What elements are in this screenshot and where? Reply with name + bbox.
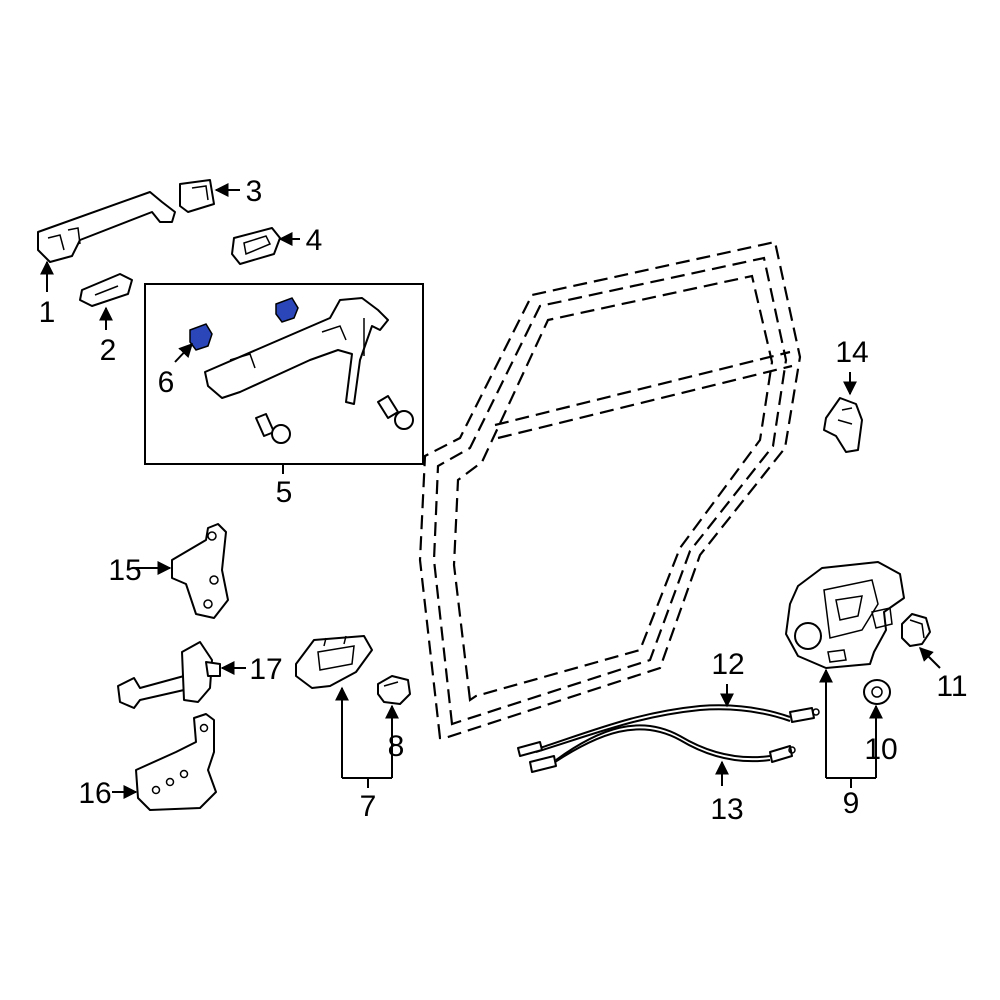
door-outline xyxy=(418,240,802,740)
leader-line-11 xyxy=(919,647,941,669)
lower-hinge-part[interactable] xyxy=(135,713,217,811)
callout-12: 12 xyxy=(711,648,744,681)
callout-17: 17 xyxy=(249,653,282,686)
handle-cap-part[interactable] xyxy=(179,179,215,213)
striker-detail xyxy=(837,407,853,425)
inside-handle-part[interactable] xyxy=(295,635,373,689)
callout-5: 5 xyxy=(276,476,293,509)
outside-handle-part[interactable] xyxy=(37,191,176,263)
callout-4: 4 xyxy=(306,224,323,257)
cap-inner xyxy=(191,185,209,201)
callout-16: 16 xyxy=(78,777,111,810)
callout-10: 10 xyxy=(864,733,897,766)
callout-15: 15 xyxy=(108,554,141,587)
lock-grommet-part[interactable] xyxy=(863,679,891,705)
callout-8: 8 xyxy=(388,730,405,763)
door-lock-assembly-part[interactable] xyxy=(785,561,905,669)
callout-7: 7 xyxy=(360,790,377,823)
cap-gasket-inner xyxy=(243,235,272,256)
frame-screw-right[interactable] xyxy=(377,395,414,430)
frame-screw-left[interactable] xyxy=(255,413,291,444)
handle-frame-part[interactable] xyxy=(204,297,389,405)
gasket-slot xyxy=(94,285,119,296)
callout-2: 2 xyxy=(100,334,117,367)
clip-part-highlighted[interactable] xyxy=(189,297,299,351)
handle-bezel-part[interactable] xyxy=(377,675,411,705)
callout-9: 9 xyxy=(843,787,860,820)
upper-hinge-part[interactable] xyxy=(171,523,229,619)
callout-1: 1 xyxy=(39,296,56,329)
callout-14: 14 xyxy=(835,336,868,369)
callout-3: 3 xyxy=(246,175,263,208)
callout-13: 13 xyxy=(710,793,743,826)
lock-cable-part[interactable] xyxy=(517,704,820,757)
callout-6: 6 xyxy=(158,366,175,399)
door-check-part[interactable] xyxy=(117,641,221,709)
door-striker-part[interactable] xyxy=(823,397,863,453)
leader-line-6 xyxy=(174,342,193,363)
inside-handle-cable-part[interactable] xyxy=(529,724,796,773)
lock-cover-part[interactable] xyxy=(901,613,931,647)
cap-gasket-part[interactable] xyxy=(231,227,281,265)
callout-11: 11 xyxy=(936,670,967,703)
